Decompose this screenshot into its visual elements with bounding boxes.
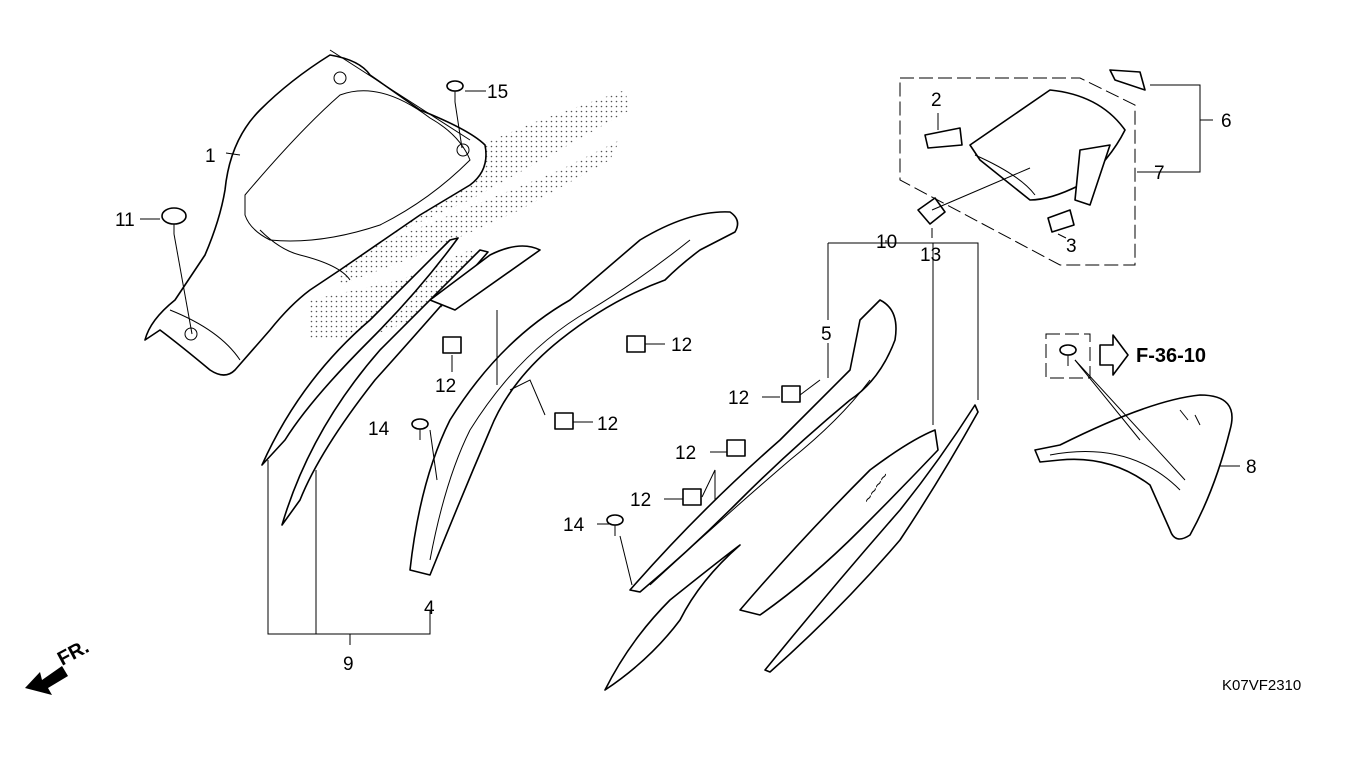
callout-1: 1 bbox=[205, 146, 216, 167]
callout-2: 2 bbox=[931, 90, 942, 111]
reference-label[interactable]: F-36-10 bbox=[1136, 345, 1206, 367]
front-arrow-icon bbox=[25, 666, 68, 695]
screw-14-right-icon bbox=[606, 514, 624, 536]
fasteners bbox=[161, 80, 1077, 536]
part-10-decal-set: ~~~~ bbox=[739, 404, 979, 673]
part-5-right-body-cover bbox=[604, 299, 897, 691]
part-1-center-cover bbox=[144, 54, 487, 376]
callout-14-b: 14 bbox=[563, 515, 585, 536]
callout-12-a: 12 bbox=[435, 376, 456, 397]
callout-4: 4 bbox=[424, 598, 435, 619]
screw-ref-icon bbox=[1059, 344, 1077, 366]
part-8-rear-grip bbox=[1034, 394, 1233, 540]
reference-arrow-icon bbox=[1099, 334, 1129, 376]
screw-14-left-icon bbox=[411, 418, 429, 440]
callout-12-d: 12 bbox=[728, 388, 749, 409]
screw-15-icon bbox=[446, 80, 464, 102]
callout-12-c: 12 bbox=[597, 414, 618, 435]
callout-5: 5 bbox=[821, 324, 832, 345]
callout-14-a: 14 bbox=[368, 419, 390, 440]
callout-15: 15 bbox=[487, 82, 508, 103]
nut-12-c-icon bbox=[554, 412, 574, 430]
front-indicator-label: FR. bbox=[54, 636, 93, 671]
callout-13: 13 bbox=[920, 245, 941, 266]
nut-12-e-icon bbox=[726, 439, 746, 457]
nut-12-a-icon bbox=[442, 336, 462, 354]
seat-cowl-group bbox=[899, 69, 1146, 266]
clip-11-icon bbox=[161, 207, 187, 234]
callout-6: 6 bbox=[1221, 111, 1232, 132]
callout-12-b: 12 bbox=[671, 335, 692, 356]
nut-12-d-icon bbox=[781, 385, 801, 403]
callout-7: 7 bbox=[1154, 163, 1165, 184]
nut-12-f-icon bbox=[682, 488, 702, 506]
part-9-side-strips bbox=[261, 237, 541, 526]
figure-code: K07VF2310 bbox=[1222, 677, 1301, 694]
part-4-left-body-cover bbox=[409, 211, 739, 576]
nut-12-b-icon bbox=[626, 335, 646, 353]
callout-9: 9 bbox=[343, 654, 354, 675]
leader-lines bbox=[140, 49, 1240, 645]
callout-12-f: 12 bbox=[630, 490, 651, 511]
callout-10: 10 bbox=[876, 232, 897, 253]
callout-3: 3 bbox=[1066, 236, 1077, 257]
callout-12-e: 12 bbox=[675, 443, 696, 464]
callout-8: 8 bbox=[1246, 457, 1257, 478]
callout-11: 11 bbox=[115, 210, 135, 231]
